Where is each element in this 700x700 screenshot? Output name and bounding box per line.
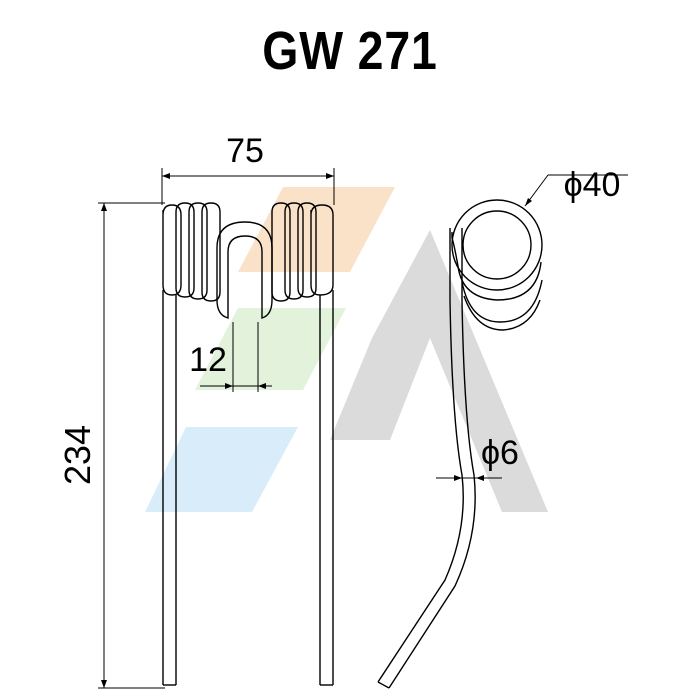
gap-label: 12 <box>189 341 227 379</box>
height-dimension: 234 <box>57 202 165 689</box>
coil-diameter-label: ϕ40 <box>564 166 621 204</box>
coil-diameter-dimension: ϕ40 <box>524 166 628 207</box>
watermark-blue-stripe <box>145 427 298 512</box>
width-dimension: 75 <box>161 132 335 205</box>
right-tine <box>319 290 334 686</box>
height-label: 234 <box>57 425 98 485</box>
left-tine <box>162 290 177 686</box>
gap-dimension: 12 <box>189 322 272 392</box>
wire-diameter-label: ϕ6 <box>481 434 519 472</box>
watermark-grey-shape <box>330 230 548 512</box>
right-coil <box>271 202 334 302</box>
page-title: GW 271 <box>262 21 438 81</box>
wire-diameter-dimension: ϕ6 <box>436 434 519 481</box>
side-view <box>377 199 543 689</box>
width-label: 75 <box>226 132 264 170</box>
left-coil <box>162 202 221 302</box>
center-loop <box>216 221 273 319</box>
front-view <box>162 202 334 686</box>
